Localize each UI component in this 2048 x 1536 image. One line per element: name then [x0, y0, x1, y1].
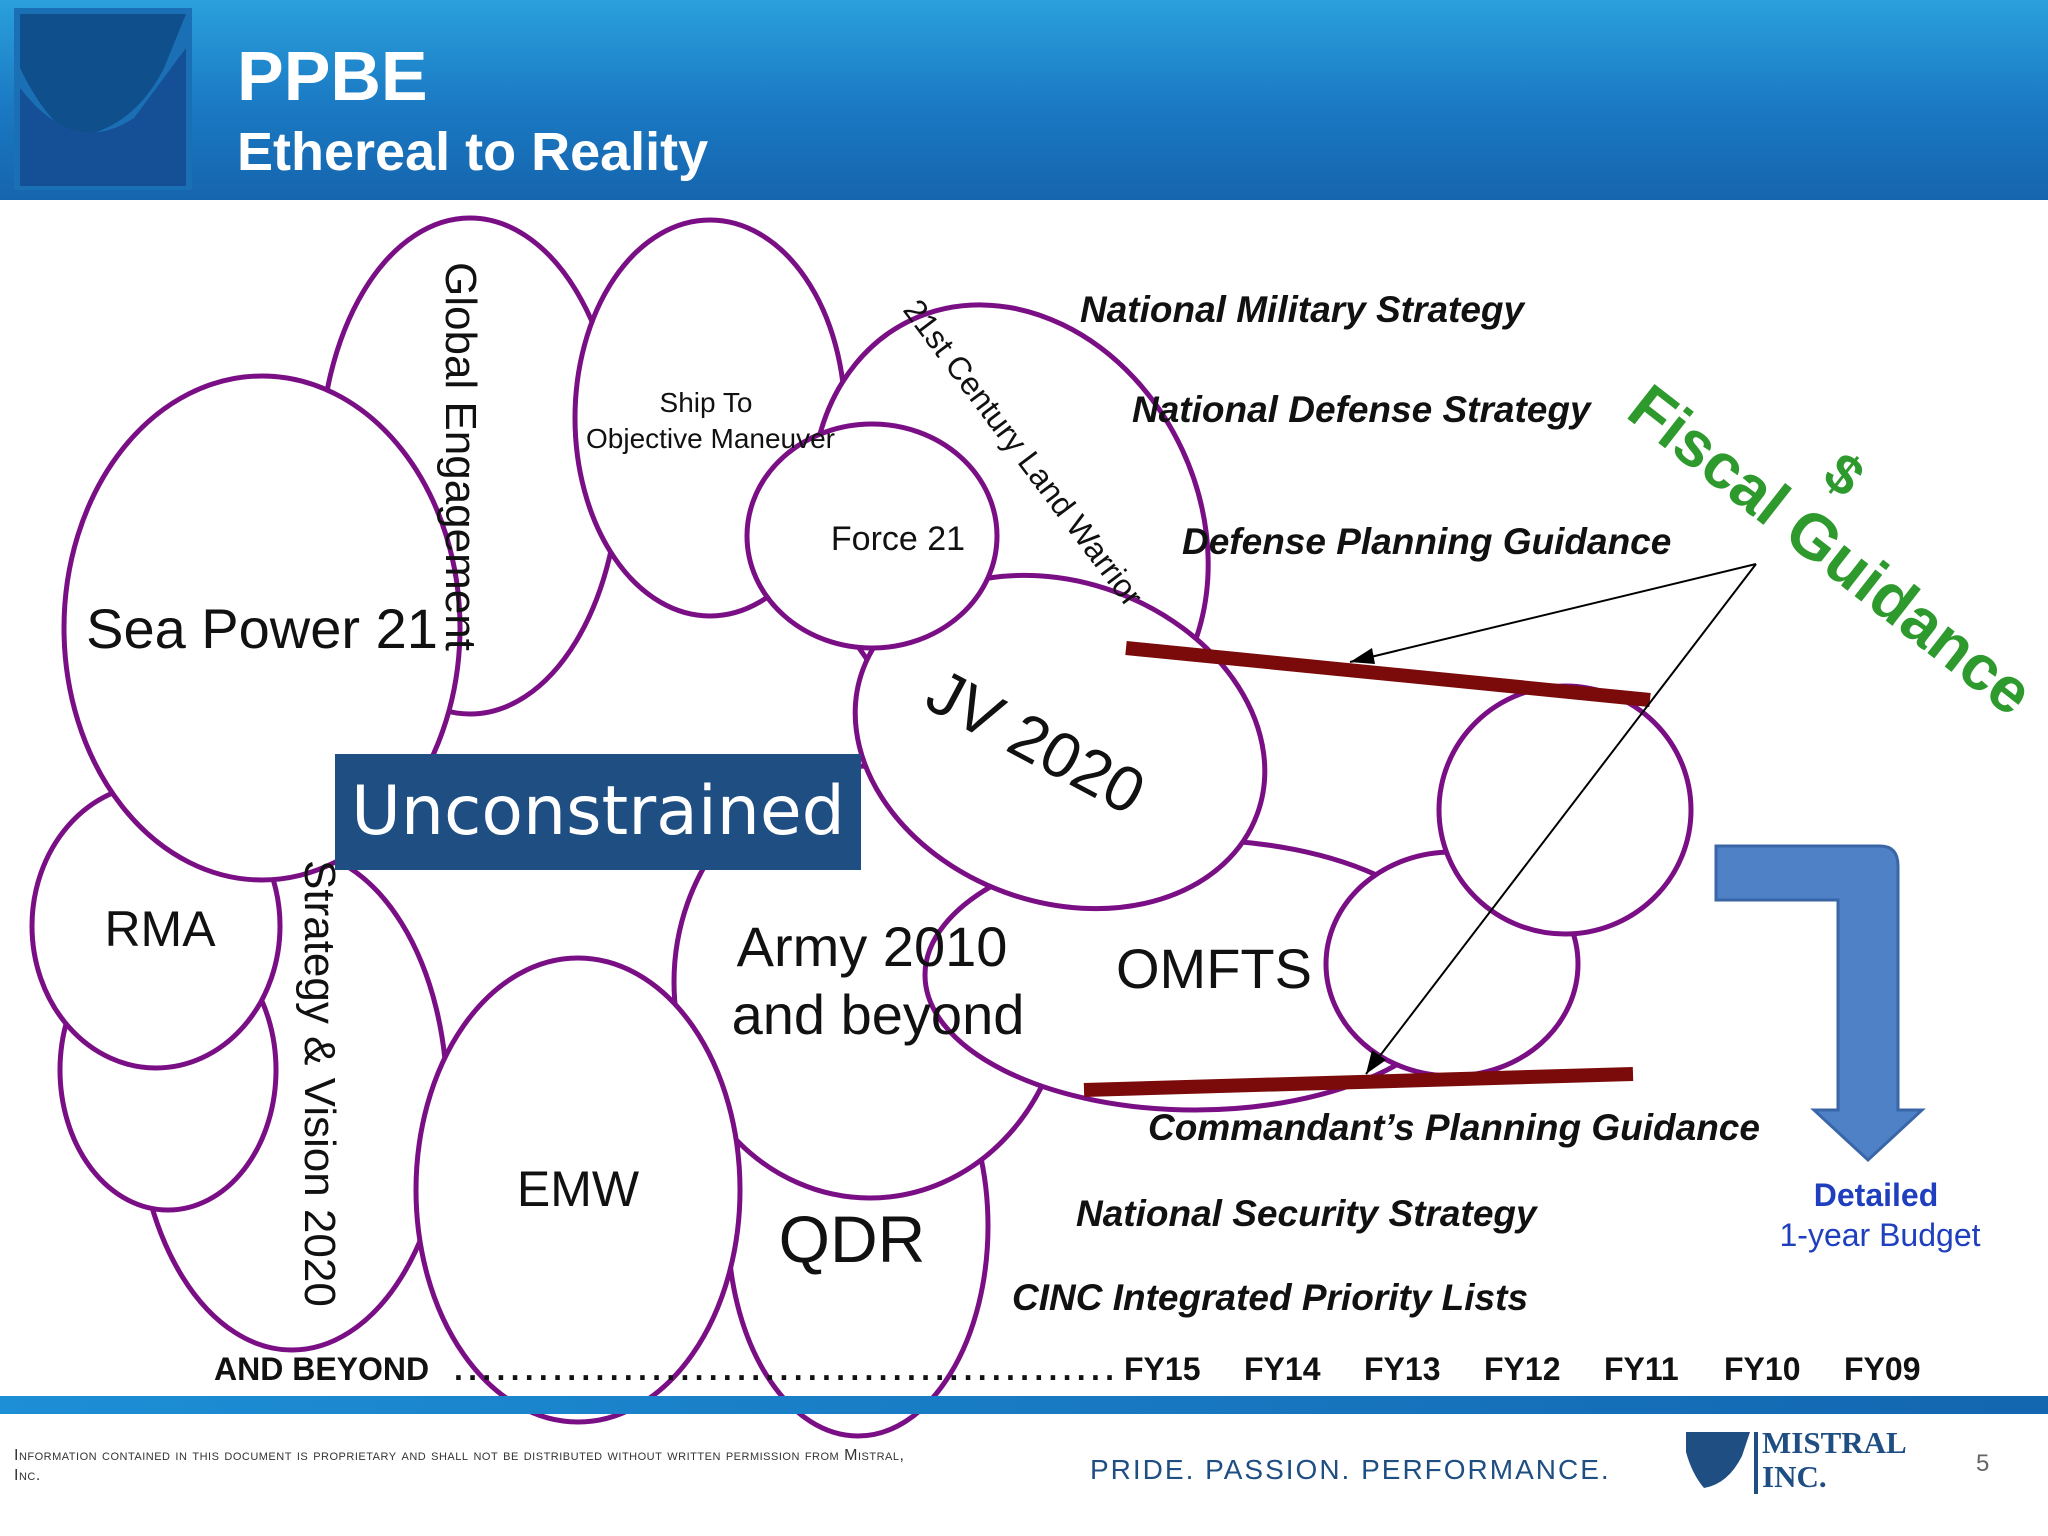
label-defense-planning-guidance: Defense Planning Guidance	[1182, 521, 1671, 562]
bubble-jv2020	[852, 572, 1268, 912]
fy-label: FY15	[1124, 1351, 1200, 1387]
label-army-line1: Army 2010	[737, 915, 1008, 978]
label-force21: Force 21	[831, 520, 965, 558]
unconstrained-banner: Unconstrained	[335, 754, 861, 870]
fiscal-year-labels: FY15 FY14 FY13 FY12 FY11 FY10 FY09	[1124, 1351, 1920, 1387]
label-ship-to-line2: Objective Maneuver	[586, 423, 835, 454]
company-name-line2: INC.	[1762, 1459, 1827, 1494]
funnel-top-bar	[1125, 641, 1651, 707]
fiscal-guidance-label: Fiscal Guidance	[1615, 370, 2046, 729]
budget-label-line2: 1-year Budget	[1779, 1217, 1980, 1253]
arrowhead-top-icon	[1350, 648, 1375, 664]
label-rma: RMA	[104, 901, 216, 957]
label-cinc-priority-lists: CINC Integrated Priority Lists	[1012, 1277, 1528, 1318]
arrowhead-bottom-icon	[1366, 1050, 1386, 1074]
fy-label: FY12	[1484, 1351, 1560, 1387]
fy-label: FY13	[1364, 1351, 1440, 1387]
timeline-beyond: AND BEYOND	[214, 1351, 429, 1387]
label-national-defense-strategy: National Defense Strategy	[1132, 389, 1593, 430]
company-name: MISTRAL INC.	[1762, 1426, 1907, 1494]
bubble-emw	[413, 955, 743, 1425]
mistral-footer-logo-icon	[1686, 1432, 1758, 1494]
label-emw: EMW	[517, 1161, 640, 1217]
footer-tagline: PRIDE. PASSION. PERFORMANCE.	[1090, 1454, 1611, 1485]
label-global-engagement: Global Engagement	[436, 262, 485, 651]
label-ship-to-line1: Ship To	[660, 387, 753, 418]
label-sea-power: Sea Power 21	[86, 597, 438, 660]
footer-bar	[0, 1396, 2048, 1414]
page-number: 5	[1976, 1450, 1990, 1477]
funnel-bottom-bar	[1083, 1067, 1634, 1097]
label-army-line2: and beyond	[732, 983, 1025, 1046]
bubble-funnel-upper	[1436, 683, 1694, 937]
fy-label: FY11	[1604, 1351, 1679, 1387]
arrow-to-bottom-bar	[1365, 563, 1757, 1075]
fy-label: FY14	[1244, 1351, 1321, 1387]
label-national-military-strategy: National Military Strategy	[1080, 289, 1527, 330]
page-title: PPBE	[237, 37, 428, 115]
label-commandants-planning-guidance: Commandant’s Planning Guidance	[1148, 1107, 1760, 1148]
fy-label: FY09	[1844, 1351, 1920, 1387]
label-qdr: QDR	[779, 1202, 926, 1276]
header-bar	[0, 0, 2048, 200]
mistral-logo-icon	[14, 8, 192, 190]
bubble-force21	[744, 421, 1000, 651]
down-arrow-icon	[1714, 844, 1926, 1163]
budget-label-line1: Detailed	[1814, 1177, 1938, 1213]
proprietary-notice: Information contained in this document i…	[14, 1447, 905, 1484]
page-subtitle: Ethereal to Reality	[237, 122, 709, 182]
arrow-to-top-bar	[1349, 563, 1757, 663]
fy-label: FY10	[1724, 1351, 1800, 1387]
timeline-dots: . . . . . . . . . . . . . . . . . . . . …	[454, 1351, 1114, 1387]
label-strategy-vision: Strategy & Vision 2020	[295, 860, 344, 1307]
company-name-line1: MISTRAL	[1762, 1425, 1907, 1460]
label-national-security-strategy: National Security Strategy	[1076, 1193, 1539, 1234]
label-omfts: OMFTS	[1116, 937, 1312, 1000]
